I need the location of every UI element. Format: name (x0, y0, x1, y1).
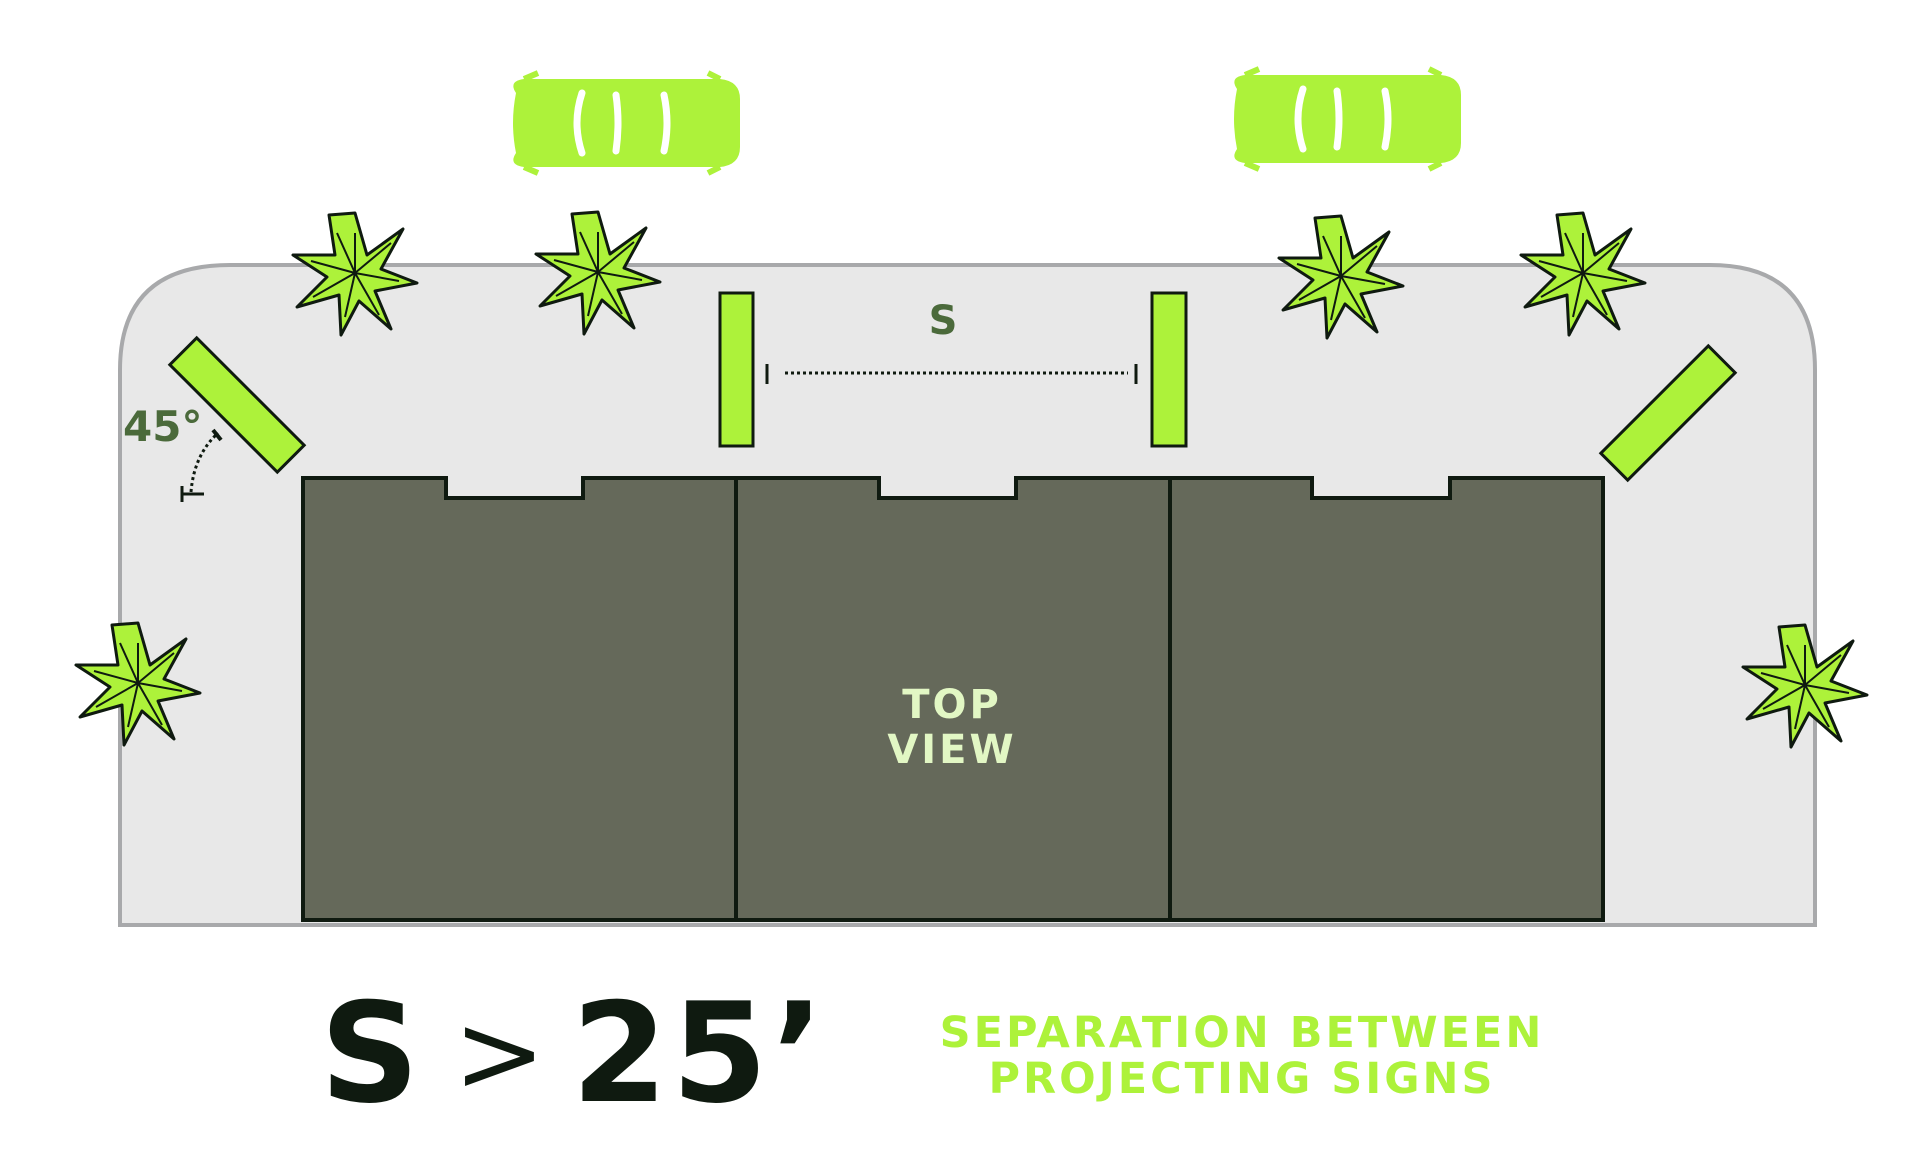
car-icon (1234, 69, 1461, 169)
angle-indicator (180, 428, 223, 502)
sign-left-straight (718, 291, 755, 448)
sign-left-angled (167, 335, 307, 475)
top-view-label-line1: TOP (902, 682, 1002, 728)
sign-right-angled (1598, 343, 1738, 483)
car-icon (513, 73, 740, 173)
projecting-signs (167, 291, 1738, 483)
building-middle (734, 476, 1172, 922)
building-row (301, 476, 1605, 922)
building-right (1168, 476, 1605, 922)
caption-line1: SEPARATION BETWEEN (939, 1008, 1545, 1058)
top-view-label-line2: VIEW (887, 727, 1016, 773)
formula-variable: S (320, 973, 424, 1134)
formula-value: 25’ (571, 973, 829, 1134)
formula-operator: > (453, 989, 550, 1117)
distance-label: S (929, 298, 958, 344)
sign-right-straight (1150, 291, 1188, 448)
caption: SEPARATION BETWEEN PROJECTING SIGNS (922, 1010, 1562, 1102)
separation-dimension (765, 364, 1138, 384)
caption-line2: PROJECTING SIGNS (988, 1054, 1496, 1104)
angle-label: 45° (123, 402, 202, 451)
building-left (301, 476, 738, 922)
separation-formula: S>25’ (320, 985, 828, 1123)
